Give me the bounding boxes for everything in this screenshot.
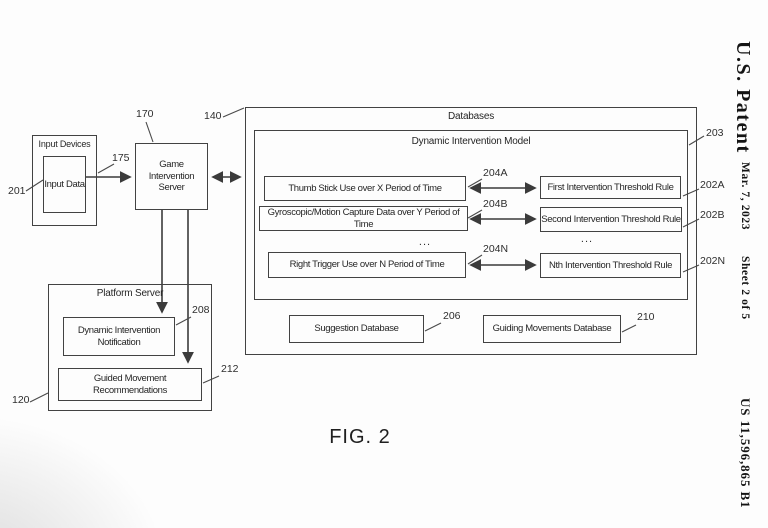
ref-204N: 204N: [483, 243, 509, 255]
margin-sheet-number: Sheet 2 of 5: [739, 256, 751, 320]
margin-patent-label: U.S. Patent: [732, 41, 754, 154]
input-devices-title: Input Devices: [38, 139, 91, 149]
ref-202A: 202A: [700, 179, 725, 191]
input-devices-box: [32, 135, 97, 226]
figure-label: FIG. 2: [329, 426, 391, 448]
usage-box-thumb-stick: Thumb Stick Use over X Period of Time: [264, 176, 466, 201]
ref-120: 120: [12, 394, 30, 406]
dynamic-intervention-model-title: Dynamic Intervention Model: [411, 136, 531, 147]
dynamic-intervention-model-box: [254, 130, 688, 300]
ref-202N: 202N: [700, 255, 726, 267]
suggestion-database-box: Suggestion Database: [289, 315, 424, 343]
ref-210: 210: [637, 311, 655, 323]
ref-204A: 204A: [483, 167, 508, 179]
platform-server-box: [48, 284, 212, 411]
guided-movement-recommendations-box: Guided Movement Recommendations: [58, 368, 202, 401]
usage-box-right-trigger: Right Trigger Use over N Period of Time: [268, 252, 466, 278]
ref-203: 203: [706, 127, 724, 139]
ref-202B: 202B: [700, 209, 725, 221]
usage-box-gyroscopic: Gyroscopic/Motion Capture Data over Y Pe…: [259, 206, 468, 231]
ref-201: 201: [8, 185, 26, 197]
dynamic-intervention-notification-box: Dynamic Intervention Notification: [63, 317, 175, 356]
margin-publication-number: US 11,596,865 B1: [738, 398, 753, 509]
rule-ellipsis: ...: [580, 233, 594, 245]
rule-box-first: First Intervention Threshold Rule: [540, 176, 681, 199]
rule-box-second: Second Intervention Threshold Rule: [540, 207, 682, 232]
ref-170: 170: [136, 108, 154, 120]
ref-212: 212: [221, 363, 239, 375]
usage-ellipsis: ...: [418, 236, 432, 248]
ref-204B: 204B: [483, 198, 508, 210]
rule-box-nth: Nth Intervention Threshold Rule: [540, 253, 681, 278]
margin-date: Mar. 7, 2023: [739, 162, 751, 231]
input-data-box: Input Data: [43, 156, 86, 213]
game-intervention-server-box: Game Intervention Server: [135, 143, 208, 210]
ref-140: 140: [204, 110, 222, 122]
databases-title: Databases: [447, 111, 494, 122]
platform-server-title: Platform Server: [96, 288, 164, 299]
ref-206: 206: [443, 310, 461, 322]
databases-box: [245, 107, 697, 355]
ref-208: 208: [192, 304, 210, 316]
guiding-movements-database-box: Guiding Movements Database: [483, 315, 621, 343]
ref-175: 175: [112, 152, 130, 164]
